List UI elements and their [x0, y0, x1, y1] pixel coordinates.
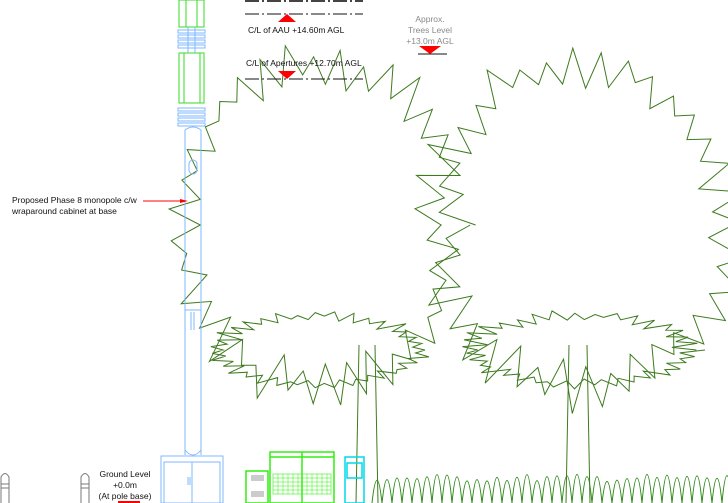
ground-line3: (At pole base)	[98, 491, 152, 501]
trees-marker-icon	[419, 46, 441, 54]
tree-crown	[210, 311, 430, 389]
monopole	[160, 27, 224, 503]
tree-trunk	[355, 344, 379, 503]
bollards	[0, 473, 90, 503]
trees-level-line1: Approx.	[415, 14, 445, 24]
tree-crown	[413, 46, 728, 414]
ground-line1: Ground Level	[99, 469, 151, 479]
trees	[167, 44, 728, 503]
ground-level-label: Ground Level +0.0m (At pole base)	[90, 469, 160, 502]
equipment-cabinets	[245, 451, 335, 503]
tree-crown	[462, 310, 706, 390]
trees-level-label: Approx. Trees Level +13.0m AGL	[395, 14, 465, 47]
callout-line1: Proposed Phase 8 monopole c/w	[12, 195, 137, 205]
callout-arrow-icon	[180, 199, 188, 203]
cyan-cabinet	[344, 456, 365, 503]
shrubs	[371, 474, 728, 503]
monopole-callout: Proposed Phase 8 monopole c/w wraparound…	[12, 195, 137, 217]
aau-level-label: C/L of AAU +14.60m AGL	[248, 25, 345, 35]
trees-level-line3: +13.0m AGL	[406, 36, 454, 46]
ground-marker-icon	[118, 501, 140, 503]
vent	[251, 491, 264, 497]
antenna-aau	[178, 0, 205, 104]
apertures-marker-icon	[278, 71, 296, 79]
vent	[251, 475, 264, 481]
trees-level-line2: Trees Level	[407, 25, 453, 35]
aau-marker-icon	[278, 14, 296, 22]
ground-line2: +0.0m	[113, 480, 137, 490]
callout-line2: wraparound cabinet at base	[12, 206, 117, 216]
tree-crown	[167, 44, 476, 406]
apertures-level-label: C/L of Apertures +12.70m AGL	[246, 58, 362, 68]
